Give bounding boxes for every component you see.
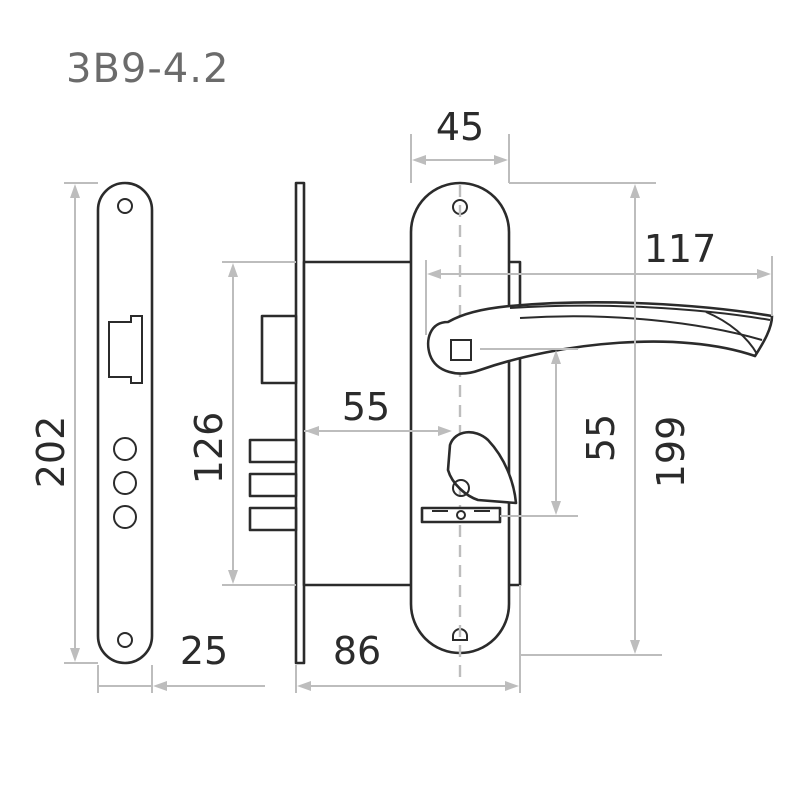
dead-bolt-2 [248, 472, 298, 498]
dimension-label-86: 86 [333, 629, 381, 673]
dimension-label-199: 199 [649, 416, 693, 489]
dimension-case-height: 126 [187, 261, 296, 586]
dimension-case-depth: 86 [295, 585, 521, 693]
dimension-label-55-horizontal: 55 [342, 385, 390, 429]
faceplate-bolt-hole-3 [113, 505, 137, 529]
dimension-escutcheon-width: 45 [410, 105, 510, 183]
faceplate-body [96, 181, 154, 665]
dimension-escutcheon-height: 199 [509, 182, 693, 656]
dead-bolt-1 [248, 438, 298, 464]
dimension-label-55-vertical: 55 [579, 414, 623, 462]
latch-bolt [260, 314, 298, 385]
handle-lever [426, 301, 774, 375]
dimension-label-45: 45 [436, 105, 484, 149]
dimension-label-25: 25 [180, 629, 228, 673]
faceplate [96, 181, 154, 665]
thumb-turn-knob [446, 431, 518, 505]
faceplate-top-screw-hole [117, 198, 133, 214]
dimension-handle-length: 117 [425, 227, 773, 335]
thumb-turn-bar-hole [456, 510, 466, 520]
dimension-spindle-to-edge: 55 [304, 385, 452, 436]
thumb-turn-pivot [452, 479, 470, 497]
dead-bolt-3 [248, 506, 298, 532]
spindle-square-icon [450, 339, 472, 361]
keyhole-icon [452, 628, 468, 641]
thumb-turn [420, 431, 518, 524]
faceplate-latch-opening [108, 315, 143, 384]
dimension-label-126: 126 [187, 412, 231, 485]
dimension-label-117: 117 [644, 227, 717, 271]
dimension-spindle-to-keyhole: 55 [480, 348, 623, 517]
handle-edge-line-2 [519, 315, 763, 341]
model-title: 3B9-4.2 [66, 46, 229, 92]
faceplate-bolt-hole-1 [113, 437, 137, 461]
faceplate-bottom-screw-hole [117, 632, 133, 648]
dimension-faceplate-height: 202 [29, 182, 98, 664]
dimension-backset: 25 [97, 629, 265, 693]
faceplate-bolt-hole-2 [113, 471, 137, 495]
handle-edge-line-1 [509, 304, 771, 321]
dimension-label-202: 202 [29, 416, 73, 489]
handle-tip-line [705, 311, 758, 355]
lever-handle [426, 301, 774, 375]
